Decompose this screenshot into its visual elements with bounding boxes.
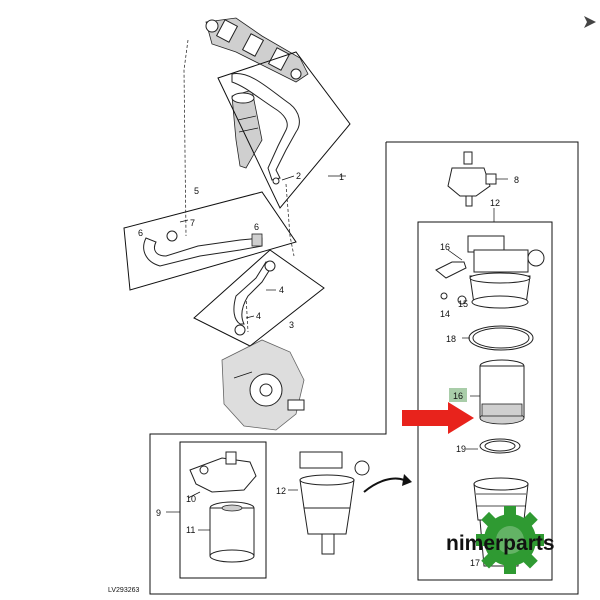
part-18-seal: 18 <box>446 325 534 351</box>
part-8-illustration: 8 12 <box>447 151 519 222</box>
callout-10: 10 <box>186 494 196 504</box>
group-box-1: 1 2 <box>217 51 351 209</box>
watermark-brand-text: nimerparts <box>446 532 555 555</box>
callout-14: 15 <box>458 299 468 309</box>
part-10-filter-head: 10 <box>186 451 257 504</box>
callout-5: 5 <box>194 186 199 196</box>
callout-8: 8 <box>514 175 519 185</box>
callout-7: 7 <box>190 218 195 228</box>
callout-16: 16 <box>453 391 463 401</box>
callout-9-group: 9 <box>156 508 180 518</box>
filter-head-illustration: 16 15 14 <box>435 235 545 319</box>
arrow-up-right-icon <box>584 16 596 28</box>
callout-17: 17 <box>470 558 480 568</box>
callout-12-inner: 12 <box>490 198 500 208</box>
callout-3: 3 <box>289 320 294 330</box>
part-16-filter-element: 16 <box>449 359 525 425</box>
injection-pump-illustration <box>221 339 305 431</box>
injector-illustration <box>231 89 263 169</box>
callout-18: 18 <box>446 334 456 344</box>
callout-15: 16 <box>440 242 450 252</box>
part-12-assembly: 12 <box>276 451 370 555</box>
curved-arrow-icon <box>363 474 412 493</box>
callout-2: 2 <box>296 171 301 181</box>
assembly-panel-outline <box>149 141 579 595</box>
callout-4-top: 4 <box>279 285 284 295</box>
group-box-5: 5 6 7 6 <box>123 186 297 291</box>
highlight-16 <box>449 388 467 402</box>
callout-6-right: 6 <box>254 222 259 232</box>
reference-code: LV293263 <box>108 587 140 594</box>
callout-9: 9 <box>156 508 161 518</box>
group-box-3: 4 4 3 <box>193 249 325 347</box>
fuel-rail-illustration <box>205 17 309 83</box>
red-arrow-icon <box>402 402 474 434</box>
callout-19: 19 <box>456 444 466 454</box>
callout-12-lower: 12 <box>276 486 286 496</box>
callout-11: 11 <box>186 525 195 535</box>
callout-4-bottom: 4 <box>256 311 261 321</box>
part-19-seal: 19 <box>456 438 521 454</box>
gear-logo-icon <box>476 506 544 574</box>
part-11-filter-cartridge: 11 <box>186 501 255 563</box>
callout-1: 1 <box>339 172 344 182</box>
callout-6-left: 6 <box>138 228 143 238</box>
callout-13: 14 <box>440 309 450 319</box>
